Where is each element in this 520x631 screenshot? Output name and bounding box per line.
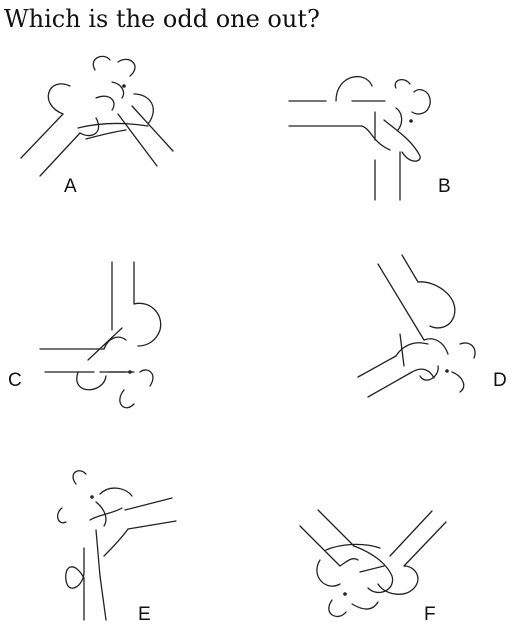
- knot-figure-c[interactable]: [39, 261, 162, 409]
- option-label-d: D: [493, 370, 507, 391]
- option-label-f: F: [424, 604, 436, 625]
- knot-figure-e[interactable]: [56, 470, 177, 621]
- question-text: Which is the odd one out?: [4, 5, 320, 33]
- knot-figure-b[interactable]: [288, 76, 431, 201]
- option-label-b: B: [438, 176, 451, 197]
- knot-figure-d[interactable]: [357, 254, 476, 398]
- option-label-c: C: [8, 370, 22, 391]
- option-label-e: E: [138, 604, 151, 625]
- knot-figure-a[interactable]: [20, 55, 174, 177]
- knot-figure-f[interactable]: [299, 509, 447, 617]
- option-label-a: A: [64, 176, 77, 197]
